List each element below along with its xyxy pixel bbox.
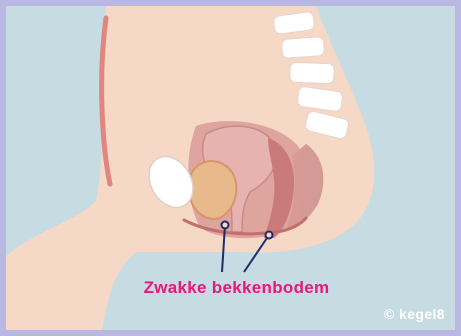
copyright-credit: © kegel8 bbox=[384, 306, 445, 322]
bladder bbox=[189, 161, 237, 219]
diagram-caption: Zwakke bekkenbodem bbox=[6, 278, 461, 298]
